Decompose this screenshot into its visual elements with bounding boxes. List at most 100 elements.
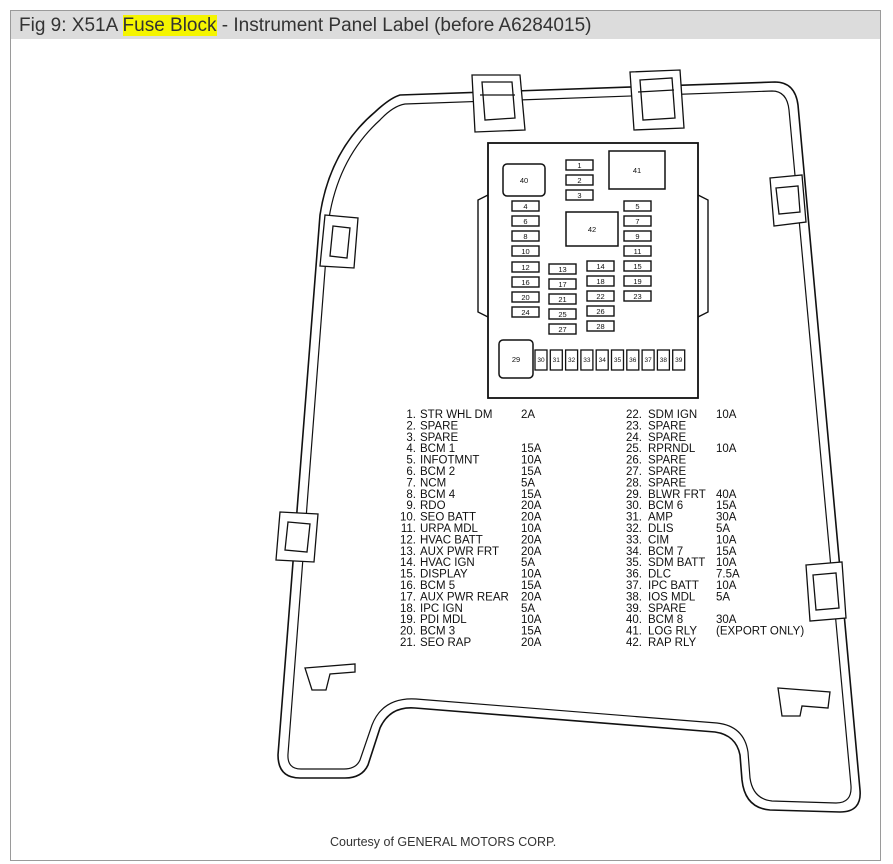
- fuse-27: 27: [548, 323, 577, 335]
- fuse-label: 5: [635, 202, 639, 211]
- fuse-label: 13: [558, 265, 566, 274]
- legend-amp: 15A: [521, 580, 542, 592]
- fuse-20: 20: [511, 291, 540, 303]
- legend-num: 11.: [401, 523, 416, 535]
- relay-label: 40: [520, 176, 528, 185]
- fuse-label: 16: [521, 278, 529, 287]
- fuse-14: 14: [586, 260, 615, 272]
- legend-num: 1.: [406, 409, 416, 421]
- legend-name: RDO: [420, 500, 446, 512]
- legend-num: 25.: [626, 443, 642, 455]
- fuse-label: 23: [633, 292, 641, 301]
- fuse-label: 28: [596, 322, 604, 331]
- fuse-label: 31: [553, 357, 561, 364]
- legend-amp: 5A: [521, 477, 535, 489]
- legend-name: SPARE: [420, 420, 458, 432]
- legend-num: 33.: [626, 534, 642, 546]
- legend-num: 39.: [626, 603, 642, 615]
- fuse-30: 30: [534, 349, 548, 371]
- legend-name: AUX PWR REAR: [420, 591, 509, 603]
- legend-name: SEO RAP: [420, 637, 471, 649]
- fuse-label: 3: [577, 191, 581, 200]
- fuse-label: 27: [558, 325, 566, 334]
- legend-name: SPARE: [420, 432, 458, 444]
- legend-name: URPA MDL: [420, 523, 479, 535]
- legend-amp: 15A: [521, 443, 542, 455]
- fuse-34: 34: [595, 349, 609, 371]
- fuse-1: 1: [565, 159, 594, 171]
- legend-num: 24.: [626, 432, 642, 444]
- legend-num: 17.: [400, 591, 416, 603]
- legend-amp: 15A: [716, 546, 737, 558]
- legend-name: IPC BATT: [648, 580, 699, 592]
- fuse-label: 37: [644, 357, 652, 364]
- legend-name: LOG RLY: [648, 626, 697, 638]
- legend-name: BCM 2: [420, 466, 455, 478]
- legend-num: 4.: [406, 443, 416, 455]
- legend-name: BCM 7: [648, 546, 683, 558]
- legend-name: HVAC BATT: [420, 534, 483, 546]
- fuse-label: 33: [583, 357, 591, 364]
- legend-amp: 10A: [716, 534, 737, 546]
- legend-name: DLIS: [648, 523, 674, 535]
- clip-right-lower: [805, 561, 847, 622]
- fuse-8: 8: [511, 230, 540, 242]
- courtesy-footer: Courtesy of GENERAL MOTORS CORP.: [330, 835, 557, 849]
- legend-name: BCM 1: [420, 443, 455, 455]
- fuse-16: 16: [511, 276, 540, 288]
- legend-amp: 20A: [521, 534, 542, 546]
- legend-num: 7.: [406, 477, 416, 489]
- legend-amp: 30A: [716, 512, 737, 524]
- legend-amp: 10A: [521, 523, 542, 535]
- fuse-label: 32: [568, 357, 576, 364]
- legend-amp: 15A: [521, 626, 542, 638]
- title-suffix: - Instrument Panel Label (before A628401…: [216, 15, 592, 36]
- legend-amp: 10A: [716, 580, 737, 592]
- legend-num: 27.: [626, 466, 642, 478]
- legend-num: 21.: [400, 637, 416, 649]
- legend-amp: 15A: [716, 500, 737, 512]
- legend-num: 16.: [400, 580, 416, 592]
- legend-row-left: 17. AUX PWR REAR 20A: [400, 591, 542, 603]
- legend-name: DISPLAY: [420, 569, 468, 581]
- fuse-label: 6: [523, 217, 527, 226]
- legend-name: SPARE: [648, 455, 686, 467]
- fuse-label: 20: [521, 293, 529, 302]
- fuse-36: 36: [626, 349, 640, 371]
- fuse-label: 24: [521, 308, 529, 317]
- legend-row-right: 23.SPARE: [626, 420, 686, 432]
- legend-name: SDM IGN: [648, 409, 697, 421]
- legend-amp: 30A: [716, 614, 737, 626]
- legend-name: PDI MDL: [420, 614, 467, 626]
- legend-amp: 5A: [521, 603, 535, 615]
- legend-amp: 20A: [521, 591, 542, 603]
- fuse-label: 18: [596, 277, 604, 286]
- fuse-6: 6: [511, 215, 540, 227]
- fuse-31: 31: [549, 349, 563, 371]
- legend-name: SPARE: [648, 466, 686, 478]
- fuse-label: 39: [675, 357, 683, 364]
- legend-amp: 2A: [521, 409, 535, 421]
- clip-right-upper: [769, 174, 807, 227]
- fuse-18: 18: [586, 275, 615, 287]
- figure-title: Fig 9: X51A Fuse Block - Instrument Pane…: [19, 15, 591, 37]
- legend-name: SPARE: [648, 477, 686, 489]
- fuse-17: 17: [548, 278, 577, 290]
- clip-left-upper: [319, 214, 359, 269]
- legend-row-right: 41.LOG RLY(EXPORT ONLY): [626, 626, 804, 638]
- legend-amp: 20A: [521, 637, 542, 649]
- fuse-label: 22: [596, 292, 604, 301]
- clip-bottom-left: [304, 663, 356, 691]
